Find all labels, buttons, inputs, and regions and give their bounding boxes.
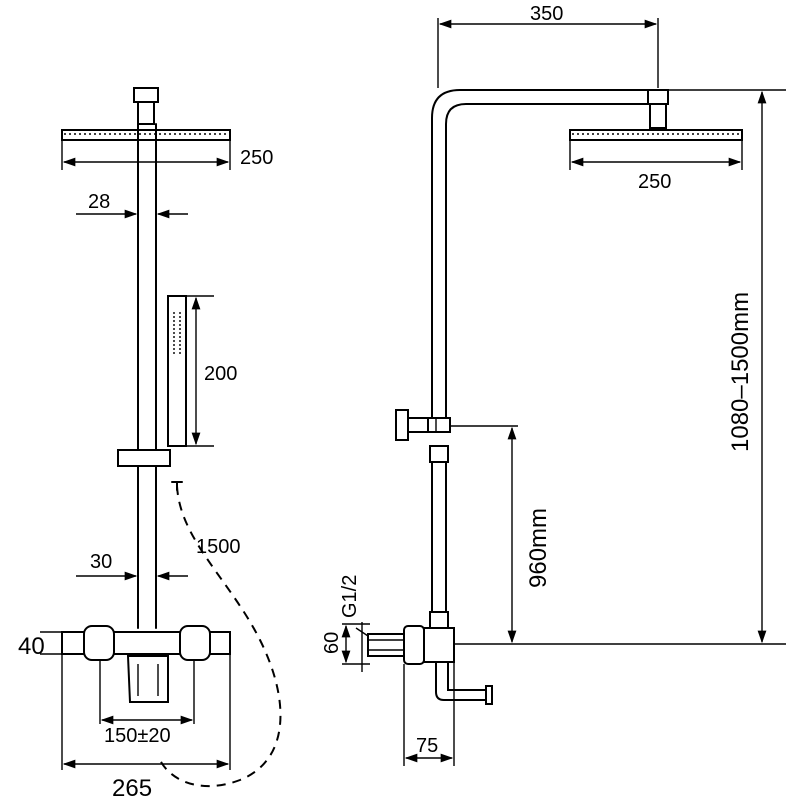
front-rain-shower-head	[61, 129, 231, 141]
front-mixer-left-handle	[83, 625, 115, 661]
side-bottom-coupling	[429, 611, 449, 629]
side-head-swivel	[649, 103, 667, 129]
label-handshower-length: 200	[204, 363, 237, 385]
side-head-connector	[647, 89, 669, 105]
label-side-head-width: 250	[638, 171, 671, 193]
front-view: 250 28 200 1500 30 40 150±20 265	[18, 87, 282, 800]
front-slider-bracket	[117, 449, 171, 467]
label-wall-offset: 75	[416, 735, 438, 757]
label-inlet-spacing: 150±20	[104, 725, 171, 747]
label-inlet-height: 60	[321, 632, 343, 654]
front-spout	[126, 655, 169, 703]
label-bar-diameter-bottom: 30	[90, 551, 112, 573]
front-mixer-right-handle	[179, 625, 211, 661]
label-hose-length: 1500	[196, 536, 241, 558]
front-hose-path	[159, 485, 282, 788]
front-hand-shower	[167, 295, 187, 447]
side-rain-shower-head	[569, 129, 743, 141]
side-diverter-block	[427, 417, 451, 433]
label-mixer-width: 265	[112, 775, 152, 800]
label-bar-diameter-top: 28	[88, 191, 110, 213]
label-mixer-depth: 40	[18, 633, 45, 660]
label-slider-height: 960mm	[525, 508, 552, 588]
label-arm-reach: 350	[530, 3, 563, 25]
side-riser-pipe-inner	[445, 103, 653, 421]
side-lower-coupling	[429, 445, 449, 463]
label-thread-size: G1/2	[339, 575, 361, 618]
front-ceiling-mount	[133, 87, 159, 103]
side-spout	[435, 661, 489, 701]
label-front-head-width: 250	[240, 147, 273, 169]
side-diverter-knob	[395, 409, 409, 441]
front-head-connector	[137, 101, 155, 125]
side-riser-pipe-outer	[431, 89, 657, 421]
side-mixer-body	[423, 627, 455, 663]
side-view: 350 250 1080–1500mm 960mm G1/2 60 75	[321, 3, 786, 766]
side-wall-bracket	[403, 625, 425, 665]
label-height-range: 1080–1500mm	[727, 292, 754, 452]
side-wall-inlet	[367, 633, 405, 657]
